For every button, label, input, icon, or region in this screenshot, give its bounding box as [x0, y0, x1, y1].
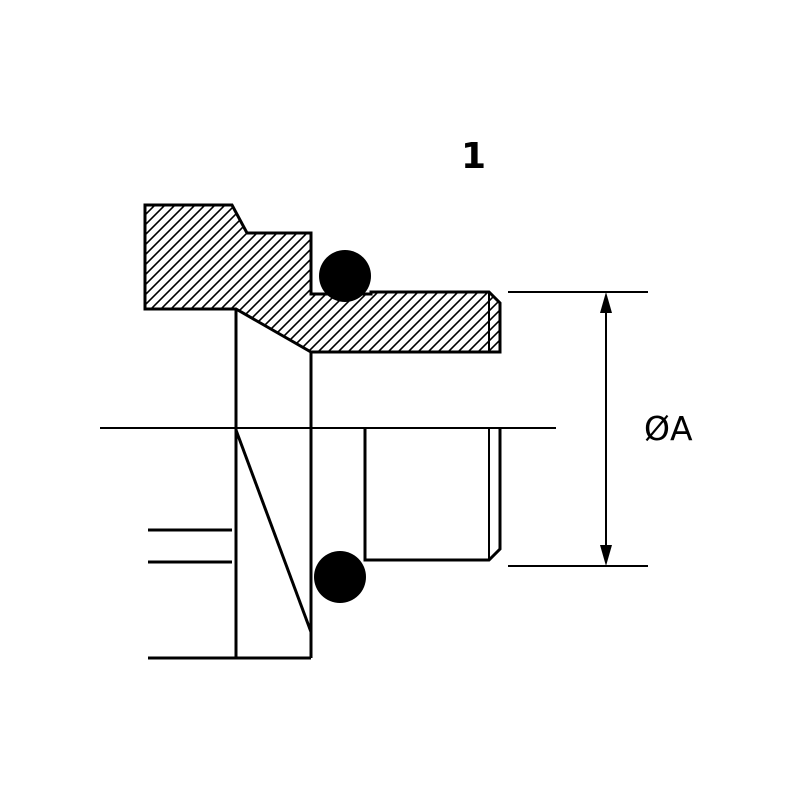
- dim-arrow-bottom: [600, 545, 612, 566]
- o-ring-section-bottom: [314, 551, 366, 603]
- hex-chamfer-line: [234, 429, 313, 633]
- dim-arrow-top: [600, 292, 612, 313]
- hatched-body-section: [143, 203, 502, 354]
- o-ring-section-top: [319, 250, 371, 302]
- view-number-label: 1: [461, 136, 486, 177]
- diameter-label: ØA: [644, 409, 693, 448]
- stud-lower-outline: [363, 428, 502, 562]
